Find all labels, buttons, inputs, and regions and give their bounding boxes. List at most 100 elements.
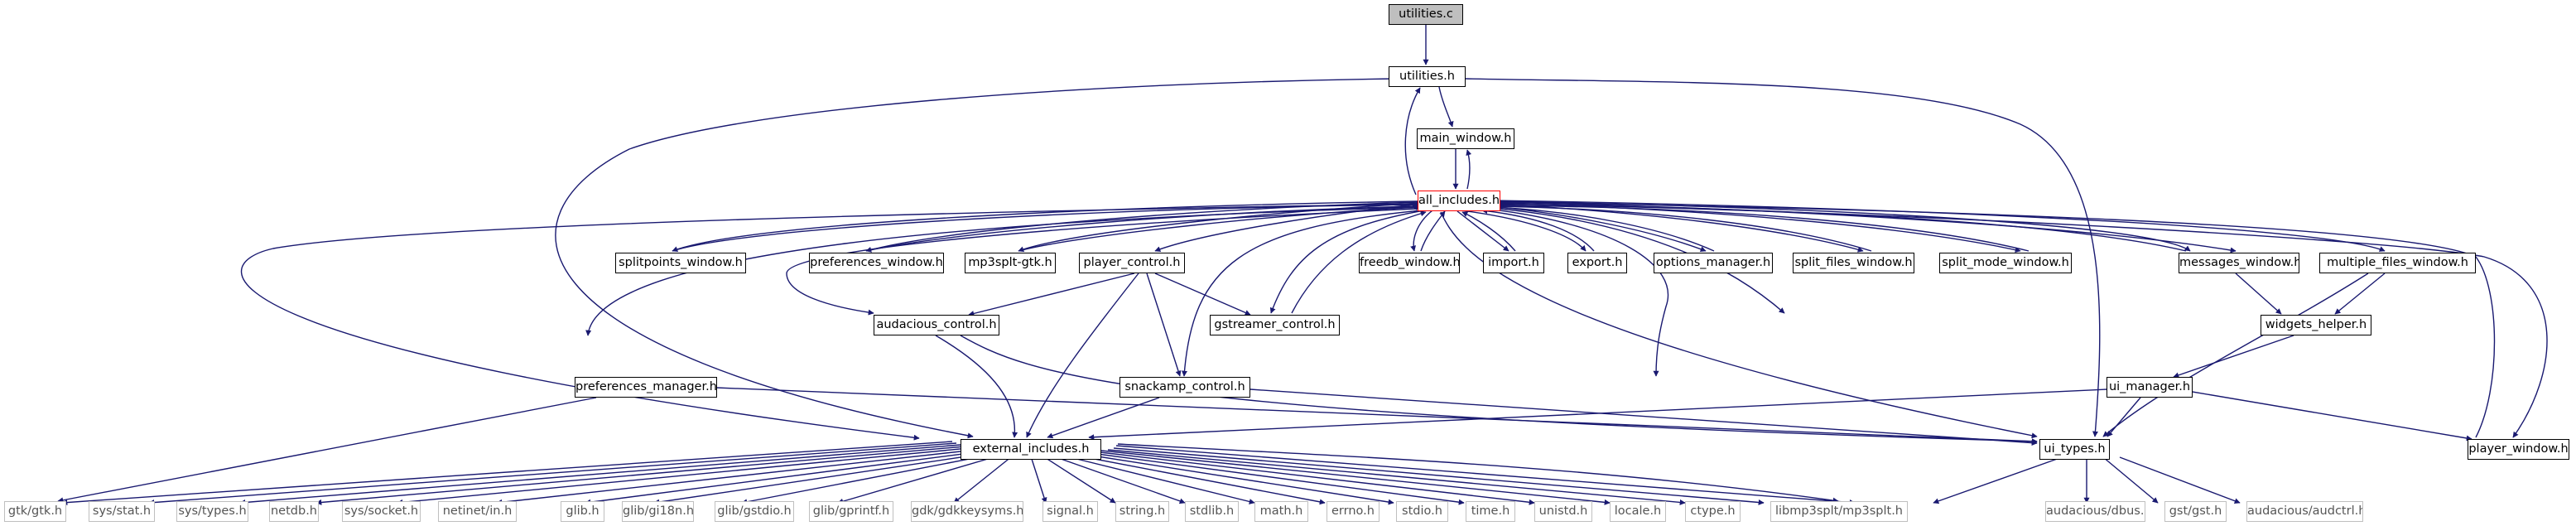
- edge: [1933, 456, 2063, 504]
- edge: [1092, 451, 1535, 505]
- edge: [672, 200, 1418, 253]
- edge: [2177, 388, 2472, 442]
- node-glib-gi18n-h[interactable]: glib/gi18n.h: [622, 501, 694, 522]
- node-time-h[interactable]: time.h: [1466, 501, 1515, 522]
- edge: [1491, 203, 1872, 252]
- node-external-includes-h[interactable]: external_includes.h: [961, 439, 1101, 460]
- edge: [2119, 456, 2241, 504]
- node-libmp3splt-mp3splt-h[interactable]: libmp3splt/mp3splt.h: [1770, 501, 1908, 522]
- node-gtk-gtk-h[interactable]: gtk/gtk.h: [4, 501, 66, 522]
- node-stdlib-h[interactable]: stdlib.h: [1185, 501, 1239, 522]
- node-player-window-h[interactable]: player_window.h: [2468, 439, 2569, 460]
- edge: [1181, 210, 1422, 377]
- node-unistd-h[interactable]: unistd.h: [1534, 501, 1592, 522]
- edge: [496, 449, 976, 505]
- node-netinet-in-h[interactable]: netinet/in.h: [438, 501, 517, 522]
- edge: [1490, 204, 1715, 252]
- edge: [1154, 273, 1251, 316]
- edge: [1047, 397, 1160, 439]
- edge: [2102, 273, 2369, 437]
- node-sys-socket-h[interactable]: sys/socket.h: [342, 501, 421, 522]
- edge: [1438, 86, 1454, 128]
- edge: [1466, 149, 1472, 190]
- edge: [1481, 206, 1785, 314]
- node-player-control-h[interactable]: player_control.h: [1079, 253, 1185, 273]
- edge: [1481, 208, 1595, 252]
- node-locale-h[interactable]: locale.h: [1610, 501, 1666, 522]
- node-ui-manager-h[interactable]: ui_manager.h: [2107, 377, 2193, 398]
- edge: [741, 453, 996, 505]
- edge: [1051, 455, 1186, 504]
- node-export-h[interactable]: export.h: [1567, 253, 1627, 273]
- edge: [2173, 335, 2294, 379]
- edge: [1088, 388, 2108, 441]
- node-split-files-window-h[interactable]: split_files_window.h: [1793, 253, 1914, 273]
- node-snackamp-control-h[interactable]: snackamp_control.h: [1119, 377, 1250, 398]
- node-glib-h[interactable]: glib.h: [561, 501, 604, 522]
- node-audacious-dbus-h[interactable]: audacious/dbus.h: [2045, 501, 2145, 522]
- node-mp3splt-gtk-h[interactable]: mp3splt-gtk.h: [965, 253, 1056, 273]
- edge: [1030, 456, 1047, 504]
- node-glib-gstdio-h[interactable]: glib/gstdio.h: [715, 501, 794, 522]
- node-split-mode-window-h[interactable]: split_mode_window.h: [1939, 253, 2072, 273]
- edge: [1113, 447, 1765, 505]
- node-signal-h[interactable]: signal.h: [1042, 501, 1098, 522]
- edge: [2102, 456, 2159, 504]
- edge: [2235, 273, 2282, 315]
- node-sys-types-h[interactable]: sys/types.h: [176, 501, 248, 522]
- edge: [61, 441, 953, 506]
- node-import-h[interactable]: import.h: [1483, 253, 1544, 273]
- edge: [672, 201, 1418, 252]
- node-stdio-h[interactable]: stdio.h: [1396, 501, 1448, 522]
- edge: [1115, 445, 1856, 506]
- node-audacious-control-h[interactable]: audacious_control.h: [874, 315, 999, 335]
- node-splitpoints-window-h[interactable]: splitpoints_window.h: [615, 253, 746, 273]
- node-gst-gst-h[interactable]: gst/gst.h: [2164, 501, 2227, 522]
- node-math-h[interactable]: math.h: [1254, 501, 1308, 522]
- edges: [57, 25, 2548, 506]
- edge: [1457, 210, 1509, 252]
- node-main-window-h[interactable]: main_window.h: [1417, 128, 1514, 149]
- node-utilities-h[interactable]: utilities.h: [1389, 66, 1466, 87]
- node-gdk-gdkkeysyms-h[interactable]: gdk/gdkkeysyms.h: [911, 501, 1023, 522]
- edge: [1146, 273, 1182, 377]
- node-preferences-window-h[interactable]: preferences_window.h: [809, 253, 944, 273]
- edge: [57, 397, 597, 504]
- edge: [1410, 210, 1433, 252]
- edge: [1018, 202, 1422, 253]
- edge: [837, 454, 1003, 504]
- node-ui-types-h[interactable]: ui_types.h: [2039, 439, 2110, 460]
- node-errno-h[interactable]: errno.h: [1327, 501, 1379, 522]
- node-messages-window-h[interactable]: messages_window.h: [2179, 253, 2299, 273]
- edge: [1461, 211, 1516, 252]
- edge: [1042, 456, 1116, 504]
- node-preferences-manager-h[interactable]: preferences_manager.h: [575, 377, 717, 398]
- node-sys-stat-h[interactable]: sys/stat.h: [89, 501, 155, 522]
- node-all-includes-h[interactable]: all_includes.h: [1418, 191, 1500, 211]
- edge: [1490, 200, 2386, 252]
- edge: [715, 387, 2038, 445]
- edge: [1084, 451, 1465, 505]
- edge: [953, 456, 1013, 504]
- edge: [1420, 210, 1446, 252]
- edge: [1026, 273, 1139, 438]
- node-netdb-h[interactable]: netdb.h: [269, 501, 319, 522]
- edge: [1269, 210, 1425, 314]
- node-ctype-h[interactable]: ctype.h: [1685, 501, 1741, 522]
- edge: [240, 203, 1418, 441]
- node-widgets-helper-h[interactable]: widgets_helper.h: [2261, 315, 2371, 335]
- node-options-manager-h[interactable]: options_manager.h: [1654, 253, 1773, 273]
- node-string-h[interactable]: string.h: [1115, 501, 1169, 522]
- node-utilities-c[interactable]: utilities.c: [1389, 4, 1463, 25]
- edge: [1076, 452, 1394, 505]
- node-multiple-files-window-h[interactable]: multiple_files_window.h: [2319, 253, 2476, 273]
- edge: [148, 442, 957, 506]
- edge: [2107, 397, 2141, 437]
- node-gstreamer-control-h[interactable]: gstreamer_control.h: [1210, 315, 1340, 335]
- node-glib-gprintf-h[interactable]: glib/gprintf.h: [809, 501, 893, 522]
- node-audacious-audctrl-h[interactable]: audacious/audctrl.h: [2246, 501, 2363, 522]
- edge: [1485, 208, 1669, 377]
- edge: [239, 444, 961, 505]
- node-freedb-window-h[interactable]: freedb_window.h: [1359, 253, 1460, 273]
- edge: [968, 273, 1135, 316]
